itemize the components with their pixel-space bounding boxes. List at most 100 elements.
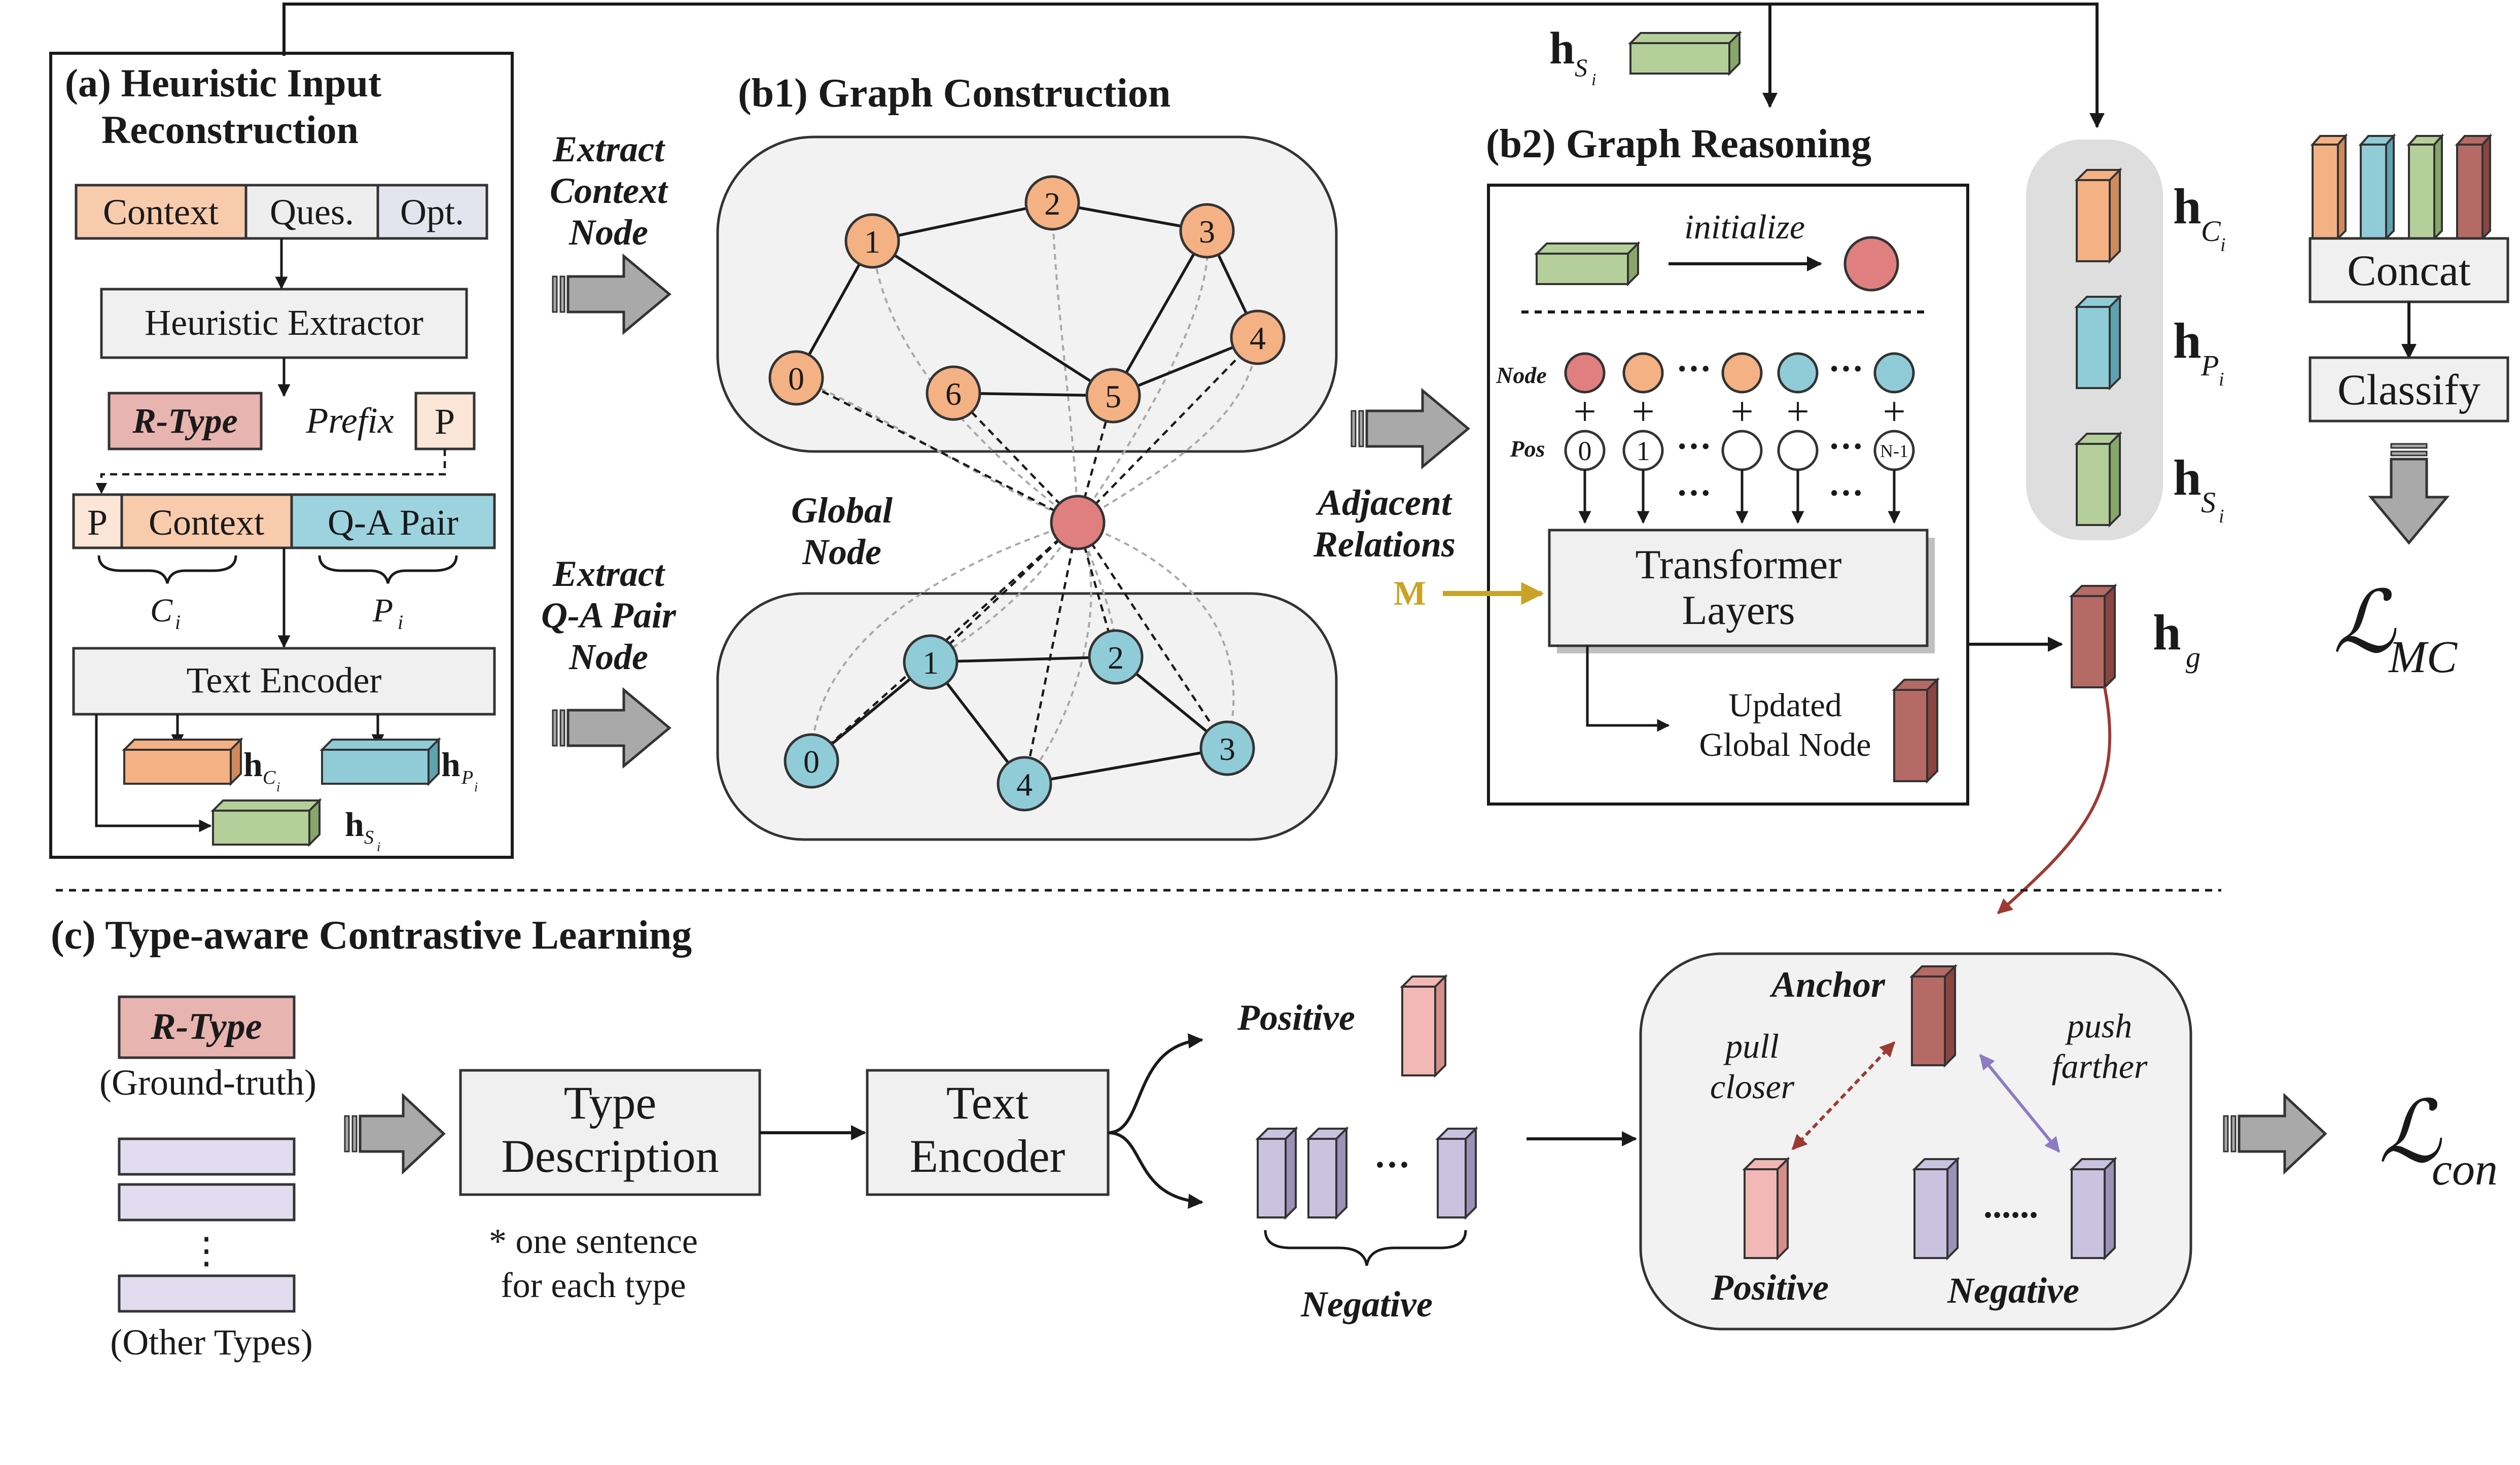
pull-label-line1: pull — [1723, 1027, 1779, 1065]
prefix-p-box — [414, 392, 476, 450]
to-positive-arrow — [1108, 1033, 1203, 1134]
brace-pi — [318, 555, 458, 584]
qa-node-0: 0 — [784, 733, 839, 789]
plus-1: + — [1573, 390, 1596, 434]
svg-text:0: 0 — [803, 744, 820, 780]
inner-negative-label: Negative — [1947, 1270, 2079, 1311]
hg-vector — [2069, 583, 2117, 690]
other-types-vdots: ⋮ — [188, 1231, 225, 1271]
panel-c: (c) Type-aware Contrastive Learning R-Ty… — [51, 913, 2498, 1363]
qa-graph-container — [716, 592, 1338, 841]
other-type-box-2 — [118, 1183, 296, 1222]
type-note-line2: for each type — [501, 1266, 686, 1305]
b2-init-vector — [1534, 241, 1641, 287]
c-rtype-label: R-Type — [150, 1006, 262, 1048]
push-label-line2: farther — [2052, 1047, 2148, 1086]
hp-label-right: h — [2173, 312, 2202, 369]
input-opt-label: Opt. — [400, 192, 464, 232]
adjacent-relations: Adjacent Relations — [1313, 388, 1470, 565]
pos-down-arrows — [1578, 470, 1901, 524]
b2-hs-label-subsub: i — [1591, 71, 1596, 89]
extract-arrows: Extract Context Node Extract Q-A Pair No… — [541, 129, 677, 769]
hs-label-a: h — [345, 805, 364, 844]
top-feedback-lines — [282, 3, 2105, 128]
pos-row-ellipsis-1: ··· — [1676, 427, 1712, 466]
other-type-box-1 — [118, 1137, 296, 1176]
panel-a-title-line1: (a) Heuristic Input — [65, 61, 381, 105]
hc-label-a-sub: C — [263, 767, 276, 788]
context-node-6: 6 — [926, 365, 981, 421]
rtype-label: R-Type — [132, 402, 237, 441]
push-label-line1: push — [2065, 1006, 2132, 1045]
text-encoder-a-box — [72, 647, 496, 716]
svg-text:0: 0 — [788, 361, 804, 397]
type-desc-in-arrow — [344, 1093, 446, 1175]
qa-node-3: 3 — [1199, 720, 1255, 776]
concat-box — [2309, 237, 2509, 303]
extract-context-line2: Context — [550, 170, 668, 211]
extract-qa-line1: Extract — [552, 553, 665, 594]
hp-label-right-subsub: i — [2219, 369, 2224, 390]
hs-label-right-subsub: i — [2219, 506, 2224, 527]
arrow-row-ellipsis-2: ··· — [1828, 474, 1864, 513]
hp-vector-a — [320, 737, 441, 786]
global-node — [1050, 495, 1106, 550]
type-description-line2: Description — [501, 1130, 719, 1182]
extract-qa-line2: Q-A Pair — [541, 595, 677, 636]
hc-vector-right — [2074, 167, 2122, 264]
plus-5: + — [1883, 390, 1905, 434]
hp-label-a-sub: P — [461, 767, 473, 788]
pull-arrow — [1791, 1041, 1896, 1150]
node-row-label: Node — [1496, 362, 1547, 388]
b2-hs-vector — [1628, 30, 1742, 76]
plus-4: + — [1786, 390, 1809, 434]
global-black-links — [795, 336, 1259, 784]
global-node-label-line2: Node — [802, 532, 881, 572]
adjacent-label-line1: Adjacent — [1316, 482, 1452, 523]
svg-text:1: 1 — [922, 645, 939, 681]
push-arrow — [1979, 1054, 2061, 1153]
panel-a: (a) Heuristic Input Reconstruction Conte… — [49, 52, 514, 859]
hc-label-a-subsub: i — [276, 780, 280, 794]
c-rtype-box — [118, 995, 296, 1059]
hs-label-right-sub: S — [2201, 486, 2216, 519]
svg-text:2: 2 — [1044, 186, 1060, 222]
pos-n-label: N-1 — [1880, 441, 1908, 461]
loss-mc-sub: MC — [2388, 632, 2458, 682]
loss-mc: ℒ — [2333, 575, 2397, 671]
transformer-box — [1548, 529, 1929, 647]
arrow-row-ellipsis-1: ··· — [1676, 474, 1712, 513]
hc-label-right-subsub: i — [2220, 234, 2226, 256]
hg-label: h — [2153, 604, 2181, 660]
context-node-3: 3 — [1179, 203, 1235, 259]
svg-text:5: 5 — [1105, 378, 1121, 414]
hp-label-a: h — [441, 745, 460, 784]
inner-negative-vectors — [1912, 1157, 2117, 1261]
brace-ci-sub: i — [175, 611, 181, 634]
node-row-ellipsis-2: ··· — [1828, 350, 1864, 389]
panel-b1: (b1) Graph Construction — [716, 71, 1338, 841]
plus-2: + — [1631, 390, 1654, 434]
classify-label: Classify — [2337, 365, 2480, 414]
plus-3: + — [1730, 390, 1753, 434]
hc-label-right-sub: C — [2201, 215, 2221, 248]
classify-loss-arrow — [2368, 443, 2450, 545]
node-row — [1564, 352, 1915, 394]
hp-vector-right — [2074, 294, 2122, 391]
pos-row-label: Pos — [1510, 436, 1545, 462]
input-ques-box — [244, 184, 379, 240]
panel-c-title: (c) Type-aware Contrastive Learning — [51, 913, 692, 958]
context-node-2: 2 — [1024, 175, 1080, 231]
extract-context-arrow — [552, 253, 671, 335]
panel-a-title-line2: Reconstruction — [101, 108, 359, 152]
brace-pi-label: P — [372, 592, 393, 629]
input-ques-label: Ques. — [270, 192, 354, 232]
text-encoder-a-label: Text Encoder — [187, 660, 382, 701]
rtype-box — [108, 392, 263, 450]
svg-text:1: 1 — [864, 224, 880, 260]
panel-b1-title: (b1) Graph Construction — [738, 71, 1170, 116]
brace-ci-label: C — [150, 592, 173, 629]
updated-label-line1: Updated — [1728, 687, 1842, 724]
hg-to-anchor-arrow — [1997, 687, 2112, 915]
svg-text:3: 3 — [1199, 214, 1215, 250]
